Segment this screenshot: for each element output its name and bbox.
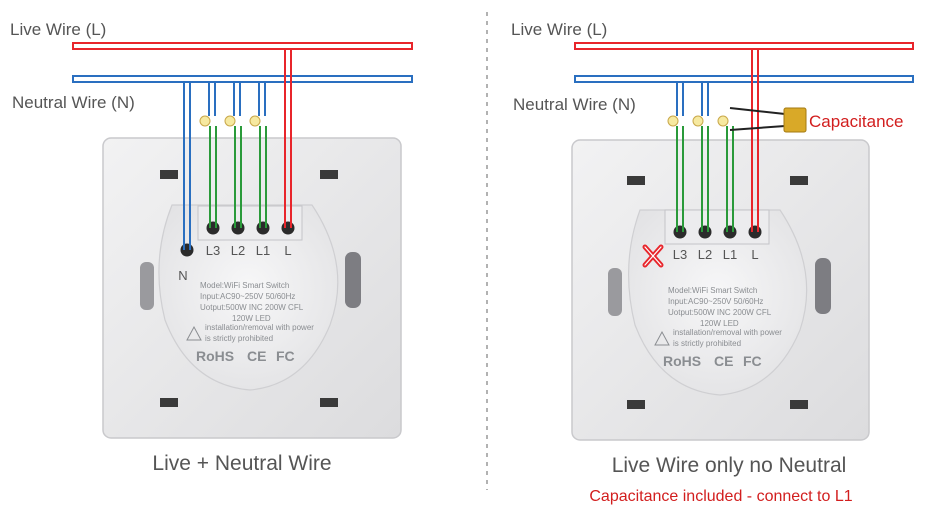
left-caption: Live + Neutral Wire: [152, 452, 331, 475]
warning-icon: [186, 325, 202, 341]
spec-led: 120W LED: [232, 314, 271, 323]
load-wire-l2: [234, 126, 242, 228]
capacitor-lead: [729, 125, 786, 131]
warning-icon: [654, 330, 670, 346]
neutral-drop: [183, 82, 191, 250]
terminal-screw-l: [281, 221, 295, 235]
live-drop: [751, 49, 759, 232]
spec-warning-2: is strictly prohibited: [673, 339, 741, 348]
spec-warning-1: installation/removal with power: [673, 328, 782, 337]
spec-input: Input:AC90~250V 50/60Hz: [668, 297, 763, 306]
load-wire-l1: [726, 126, 734, 232]
side-clip: [345, 252, 361, 308]
bulb-icon: [199, 115, 211, 127]
left-live-label: Live Wire (L): [10, 20, 106, 39]
live-drop: [284, 49, 292, 228]
left-wires: [72, 42, 413, 250]
fc-mark: FC: [743, 353, 762, 369]
spec-warning-2: is strictly prohibited: [205, 334, 273, 343]
terminal-screw-l2: [698, 225, 712, 239]
load-wire-l3: [209, 126, 217, 228]
spec-output: Uotput:500W INC 200W CFL: [200, 303, 304, 312]
right-caption: Live Wire only no Neutral: [612, 454, 847, 477]
terminal-label-l1: L1: [256, 243, 270, 258]
module-back: [158, 204, 339, 391]
right-panel: L3 L2 L1 L Model:WiFi Smart Switch Input…: [511, 20, 914, 505]
spec-led: 120W LED: [700, 319, 739, 328]
load-wire-l3: [676, 126, 684, 232]
plate-slot: [790, 400, 808, 409]
plate-slot: [320, 398, 338, 407]
neutral-bulb-feed: [676, 82, 709, 116]
spec-warning-1: installation/removal with power: [205, 323, 314, 332]
plate-slot: [627, 176, 645, 185]
side-clip: [608, 268, 622, 316]
neutral-bus: [574, 75, 914, 83]
load-wire-l2: [701, 126, 709, 232]
capacitance-label: Capacitance: [809, 112, 904, 131]
terminal-label-l: L: [751, 247, 758, 262]
right-subcaption: Capacitance included - connect to L1: [589, 488, 852, 505]
spec-output: Uotput:500W INC 200W CFL: [668, 308, 772, 317]
terminal-screw-l1: [723, 225, 737, 239]
bulb-icon: [692, 115, 704, 127]
bulb-icon: [717, 115, 729, 127]
rohs-mark: RoHS: [663, 353, 701, 369]
left-panel: L3 L2 L1 L N Model:WiFi Smart Switch Inp…: [10, 20, 413, 475]
no-neutral-cross-icon: [642, 244, 664, 268]
terminal-screw-l3: [673, 225, 687, 239]
terminal-screw-l3: [206, 221, 220, 235]
ce-mark: CE: [714, 353, 733, 369]
capacitor-icon: [783, 107, 807, 133]
spec-model: Model:WiFi Smart Switch: [200, 281, 289, 290]
neutral-bulb-feed: [208, 82, 266, 116]
neutral-bus: [72, 75, 413, 83]
terminal-label-l1: L1: [723, 247, 737, 262]
terminal-screw-l2: [231, 221, 245, 235]
plate-slot: [160, 170, 178, 179]
bulb-icons: [199, 115, 261, 127]
right-wires: [574, 42, 914, 232]
ce-mark: CE: [247, 348, 266, 364]
terminal-screw-n: [180, 243, 194, 257]
spec-input: Input:AC90~250V 50/60Hz: [200, 292, 295, 301]
load-wire-l1: [259, 126, 267, 228]
terminal-label-n: N: [178, 268, 187, 283]
side-clip: [140, 262, 154, 310]
terminal-screw-l1: [256, 221, 270, 235]
plate-slot: [160, 398, 178, 407]
rohs-mark: RoHS: [196, 348, 234, 364]
live-bus: [72, 42, 413, 50]
side-clip: [815, 258, 831, 314]
terminal-label-l: L: [284, 243, 291, 258]
terminal-screw-l: [748, 225, 762, 239]
plate-slot: [627, 400, 645, 409]
bulb-icon: [667, 115, 679, 127]
terminal-label-l3: L3: [206, 243, 220, 258]
plate-slot: [320, 170, 338, 179]
right-live-label: Live Wire (L): [511, 20, 607, 39]
bulb-icon: [224, 115, 236, 127]
module-back: [627, 209, 808, 396]
plate-slot: [790, 176, 808, 185]
right-neutral-label: Neutral Wire (N): [513, 95, 636, 114]
terminal-label-l2: L2: [698, 247, 712, 262]
bulb-icon: [249, 115, 261, 127]
left-neutral-label: Neutral Wire (N): [12, 93, 135, 112]
terminal-label-l3: L3: [673, 247, 687, 262]
live-bus: [574, 42, 914, 50]
fc-mark: FC: [276, 348, 295, 364]
terminal-label-l2: L2: [231, 243, 245, 258]
spec-model: Model:WiFi Smart Switch: [668, 286, 757, 295]
capacitor-lead: [729, 107, 786, 115]
